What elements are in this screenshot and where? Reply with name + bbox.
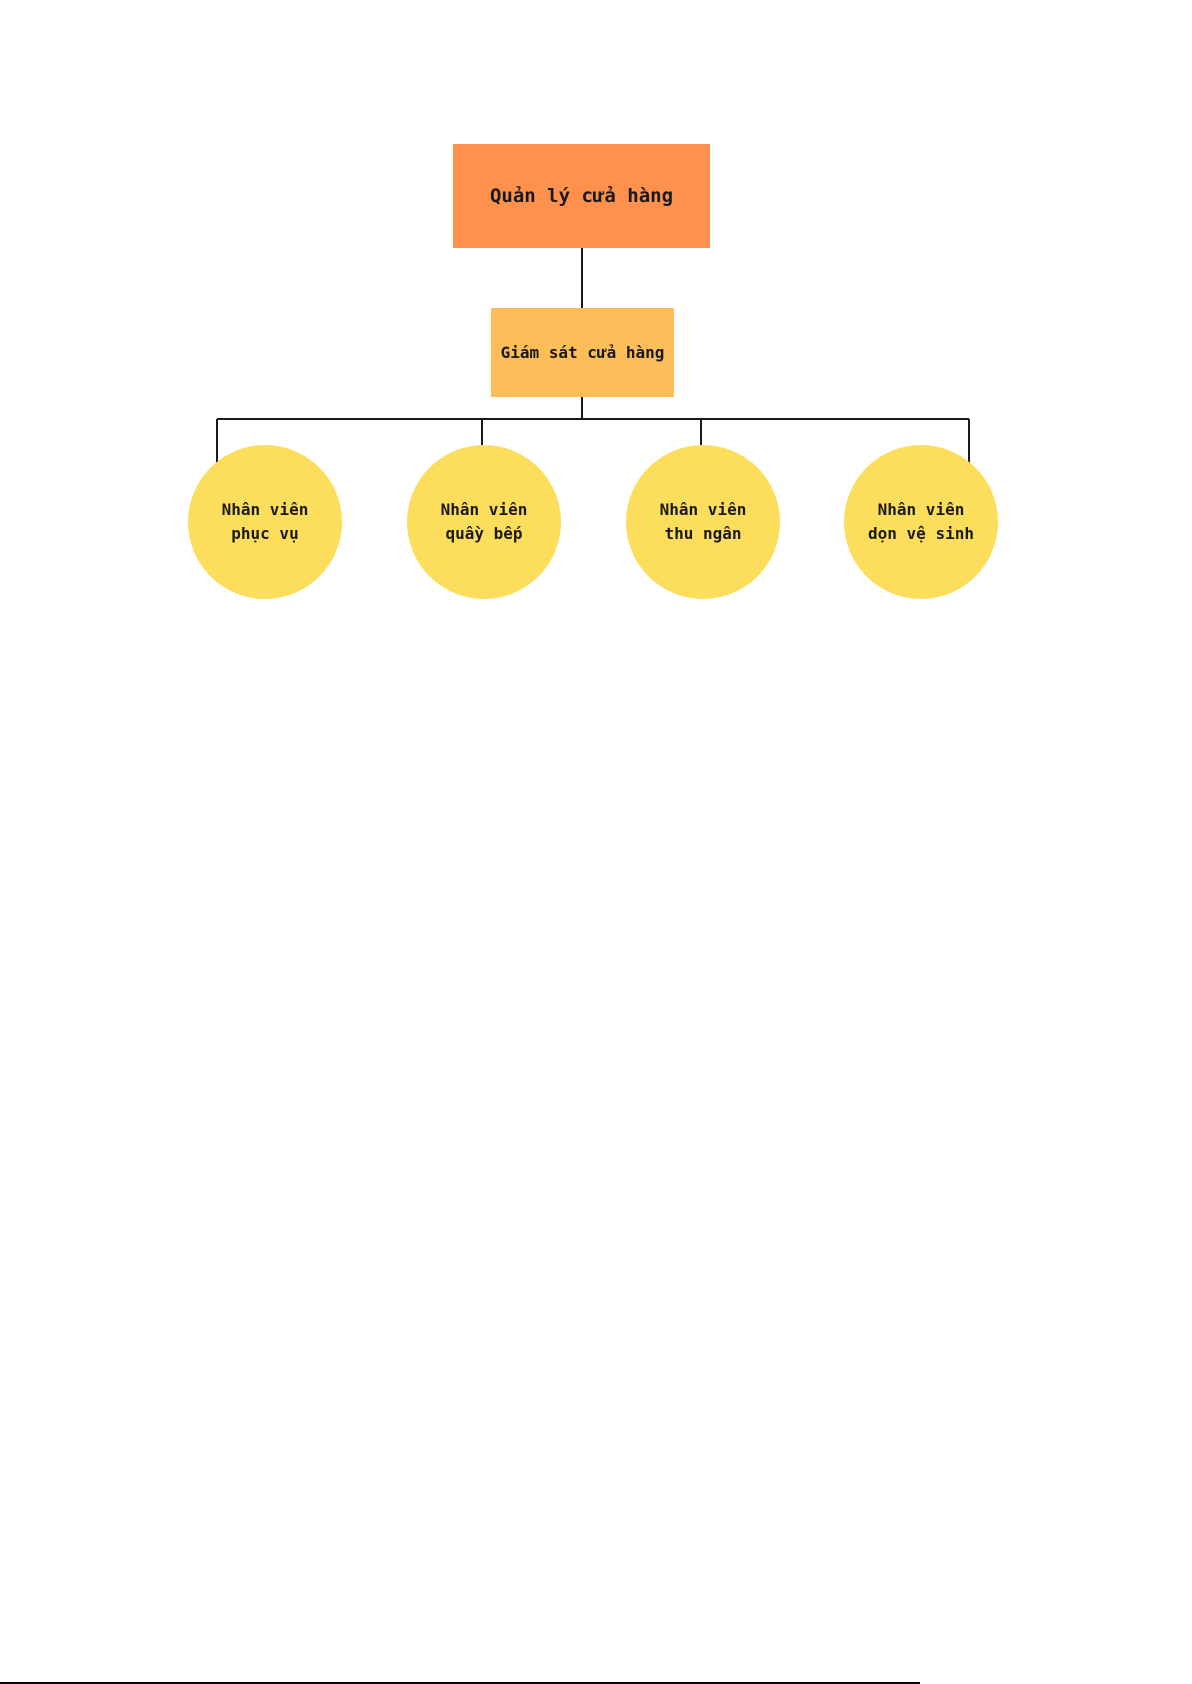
staff-label-line1: Nhân viên [222, 498, 309, 522]
staff-node-cleaning: Nhân viên dọn vệ sinh [844, 445, 998, 599]
supervisor-node: Giám sát cửa hàng [491, 308, 674, 397]
staff-node-service: Nhân viên phục vụ [188, 445, 342, 599]
supervisor-label: Giám sát cửa hàng [501, 343, 665, 362]
staff-label-line2: phục vụ [222, 522, 309, 546]
manager-label: Quản lý cửa hàng [490, 185, 673, 207]
staff-label-line2: dọn vệ sinh [868, 522, 974, 546]
manager-node: Quản lý cửa hàng [453, 144, 710, 248]
staff-label-line2: thu ngân [660, 522, 747, 546]
staff-label-line1: Nhân viên [660, 498, 747, 522]
staff-node-cashier: Nhân viên thu ngân [626, 445, 780, 599]
staff-node-kitchen: Nhân viên quầy bếp [407, 445, 561, 599]
staff-label-line2: quầy bếp [441, 522, 528, 546]
staff-label-line1: Nhân viên [868, 498, 974, 522]
staff-label-line1: Nhân viên [441, 498, 528, 522]
